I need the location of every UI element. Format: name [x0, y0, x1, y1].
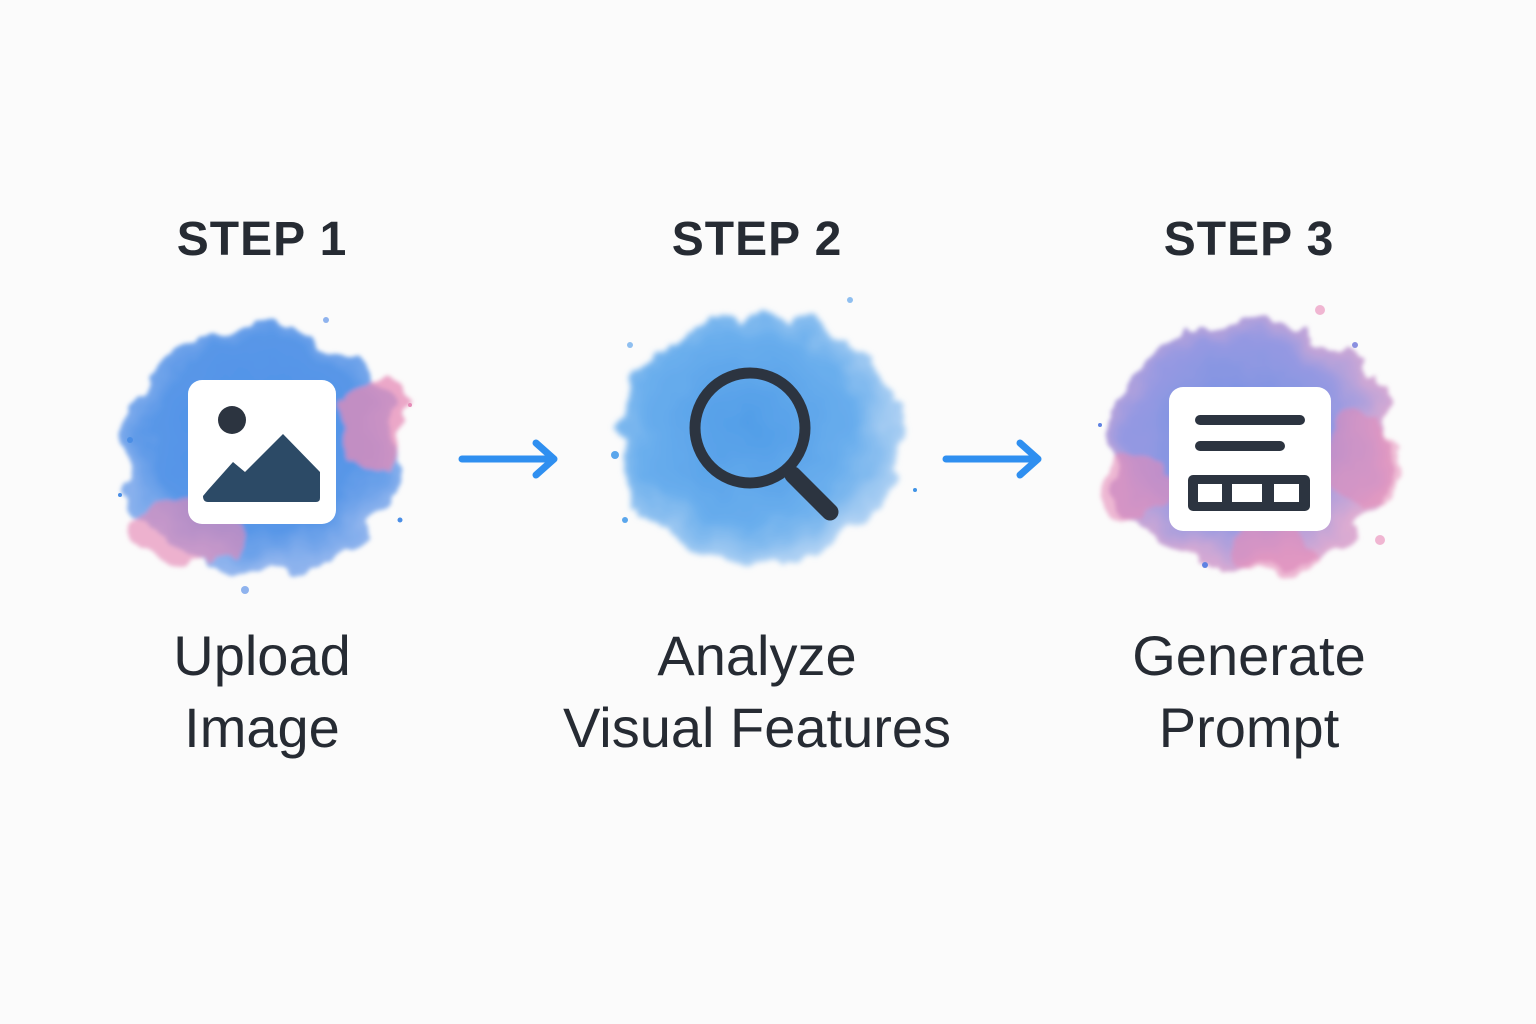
watercolor-splash — [595, 290, 935, 600]
image-icon — [188, 380, 336, 524]
step-title: STEP 3 — [1163, 213, 1335, 266]
watercolor-splash — [90, 290, 430, 600]
label-line: Image — [184, 696, 340, 759]
step-title: STEP 1 — [176, 213, 348, 266]
step-title: STEP 2 — [671, 213, 843, 266]
arrow-right-icon — [458, 439, 558, 479]
label-line: Generate — [1132, 624, 1366, 687]
watercolor-splash — [1080, 290, 1420, 600]
step-3: STEP 3 Generate Prompt — [1019, 0, 1479, 1024]
label-line: Visual Features — [562, 696, 952, 759]
arrow-right-icon — [942, 439, 1042, 479]
step-label: Generate Prompt — [1019, 620, 1479, 764]
label-line: Upload — [173, 624, 351, 687]
prompt-document-icon — [1169, 387, 1331, 531]
step-2: STEP 2 Analyze Visual Features — [527, 0, 987, 1024]
label-line: Prompt — [1158, 696, 1340, 759]
label-line: Analyze — [657, 624, 857, 687]
magnifier-icon — [689, 367, 839, 521]
step-label: Upload Image — [32, 620, 492, 764]
step-label: Analyze Visual Features — [527, 620, 987, 764]
step-1: STEP 1 Upload Image — [32, 0, 492, 1024]
